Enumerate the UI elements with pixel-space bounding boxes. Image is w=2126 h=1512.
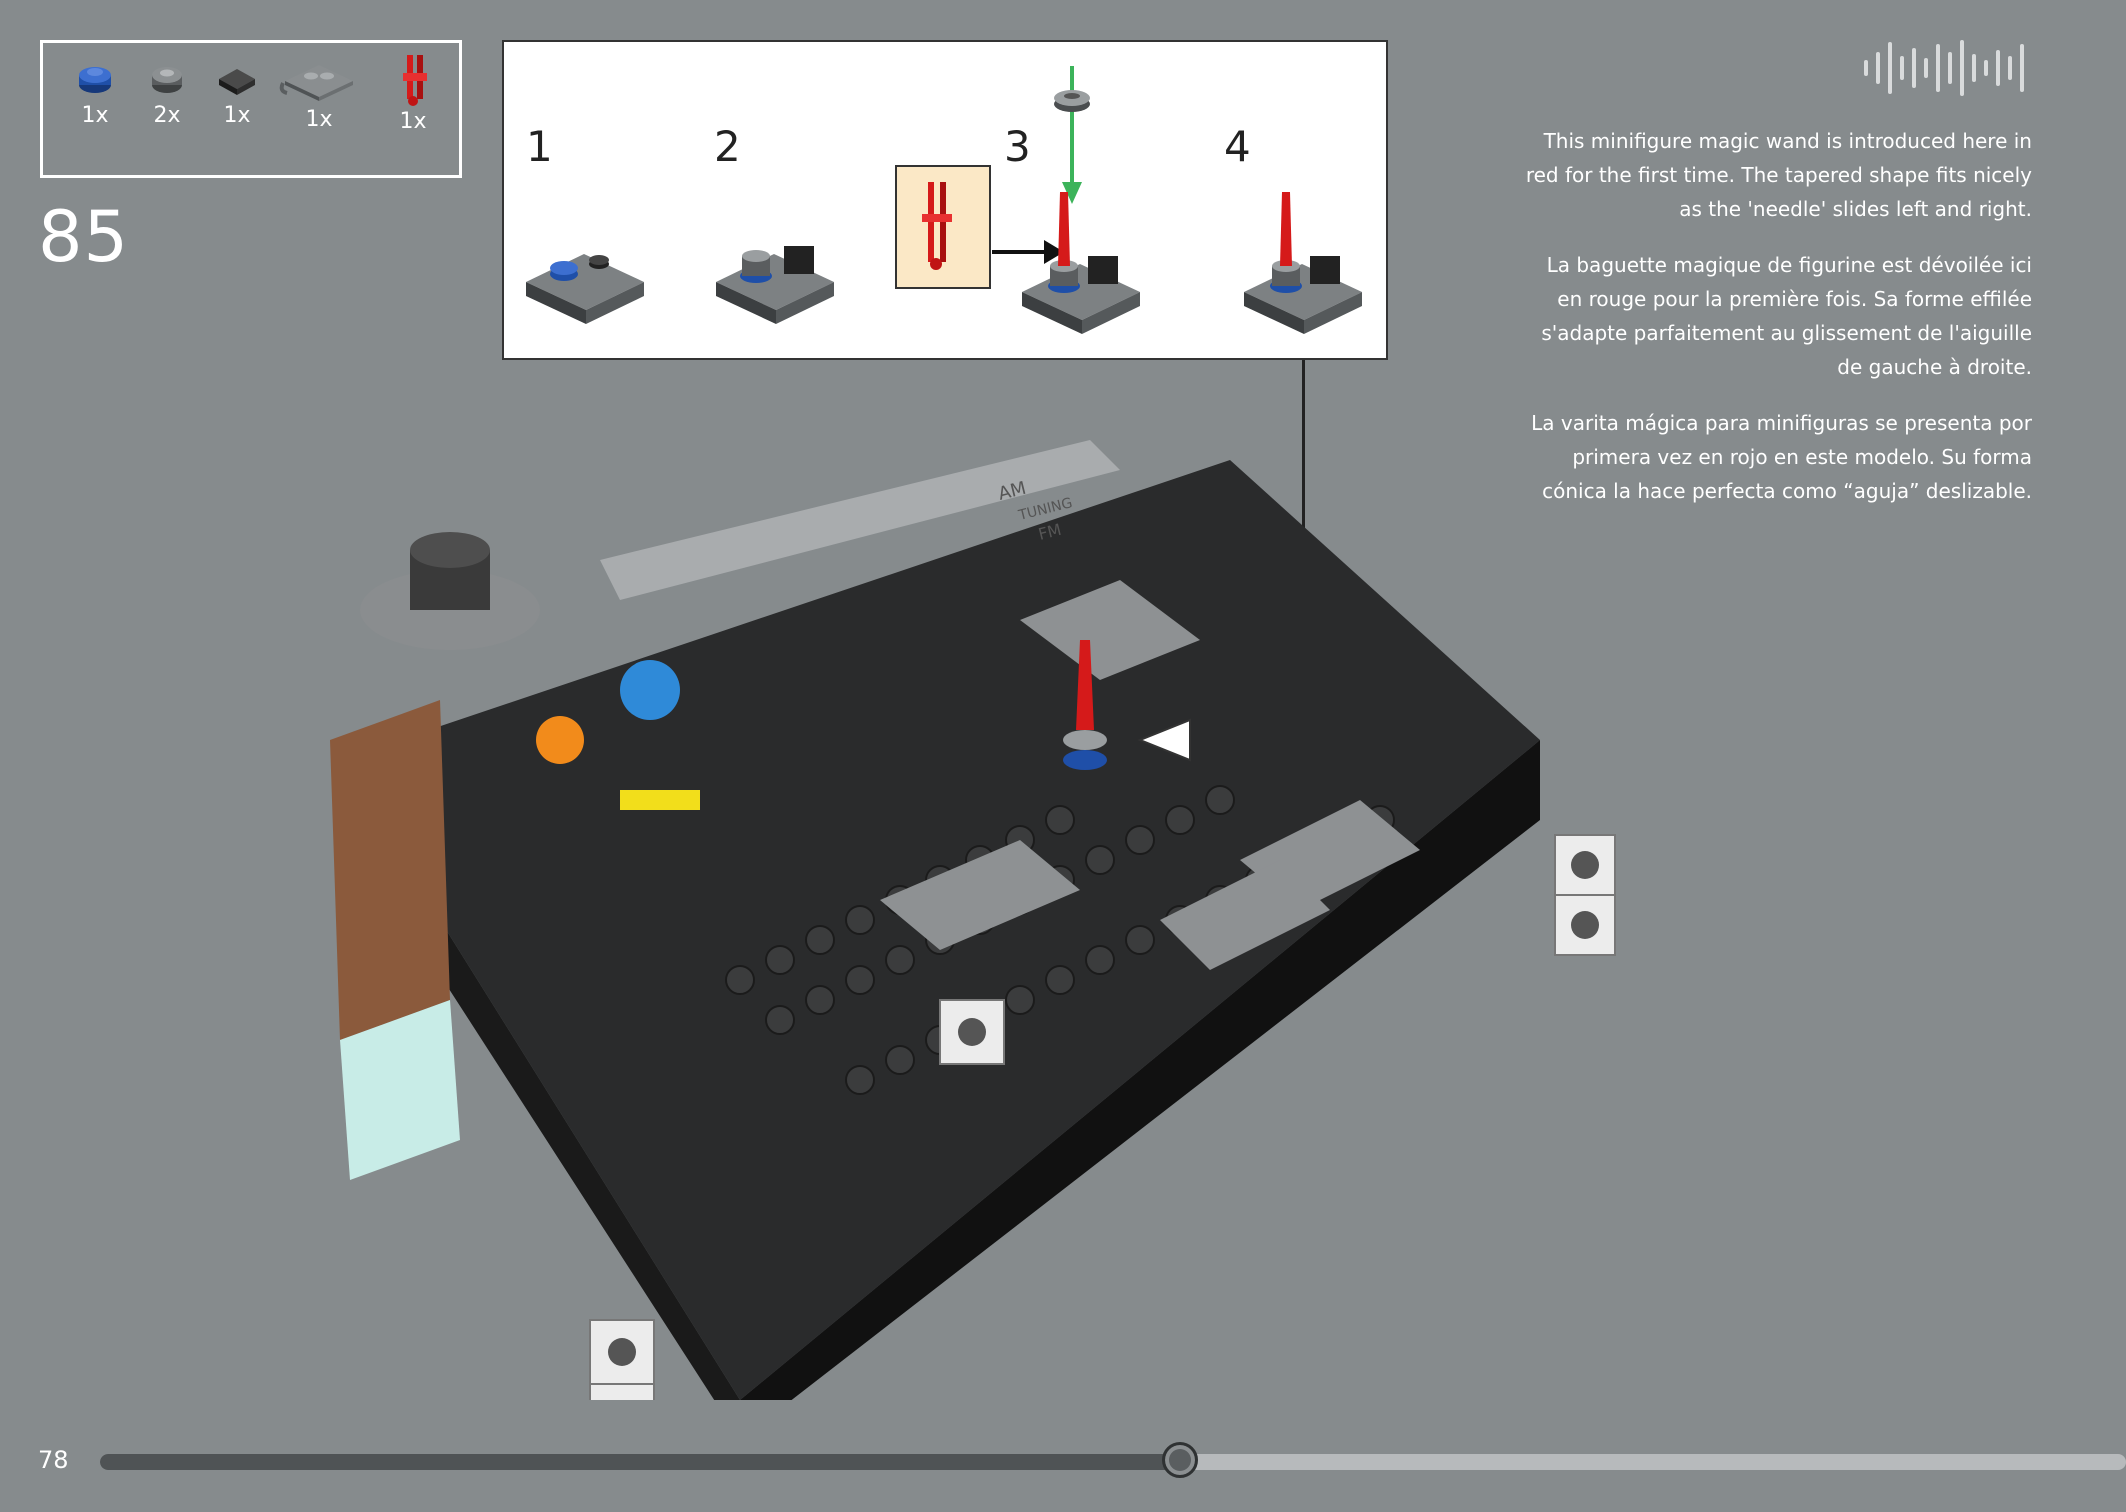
progress-fill [100, 1454, 1180, 1470]
part-item: 2x [137, 61, 197, 128]
audio-waveform-icon[interactable] [1860, 40, 2032, 96]
red-magic-wand-icon [403, 55, 427, 106]
step-description: This minifigure magic wand is introduced… [1520, 124, 2032, 530]
substep-number: 1 [526, 122, 553, 171]
substep-callout: 1 2 3 4 [502, 40, 1388, 360]
part-item: 1x [279, 61, 359, 132]
page-progress-slider[interactable] [100, 1442, 2126, 1478]
description-spanish: La varita mágica para minifiguras se pre… [1531, 411, 2032, 503]
part-item: 1x [207, 61, 267, 128]
part-item: 1x [65, 61, 125, 128]
grey-plate-with-handle-icon [279, 65, 353, 101]
blue-round-plate-icon [79, 67, 111, 93]
step-number: 85 [38, 196, 130, 278]
inset-wand-icon [922, 182, 952, 270]
grey-round-plate-icon [152, 67, 182, 93]
part-item: 1x [383, 51, 443, 134]
description-english: This minifigure magic wand is introduced… [1525, 129, 2032, 221]
substep-4-assembly [1244, 192, 1362, 334]
parts-list: 1x 2x 1x 1x [40, 40, 462, 178]
black-tile-icon [219, 69, 255, 95]
substep-3-assembly [1022, 192, 1140, 334]
radio-model-illustration: AM TUNING FM [330, 440, 1616, 1400]
progress-handle[interactable] [1162, 1442, 1198, 1478]
substep-number: 2 [714, 122, 741, 171]
page-number: 78 [38, 1446, 69, 1474]
tuning-dial-bar [600, 440, 1120, 600]
magic-wand-needle [1076, 640, 1094, 730]
tuning-knob [360, 532, 540, 650]
description-french: La baguette magique de figurine est dévo… [1541, 253, 2032, 379]
substep-number: 3 [1004, 122, 1031, 171]
substep-1-assembly [526, 254, 644, 324]
substep-illustrations [526, 66, 1362, 334]
substep-2-assembly [716, 246, 834, 324]
substep-number: 4 [1224, 122, 1251, 171]
